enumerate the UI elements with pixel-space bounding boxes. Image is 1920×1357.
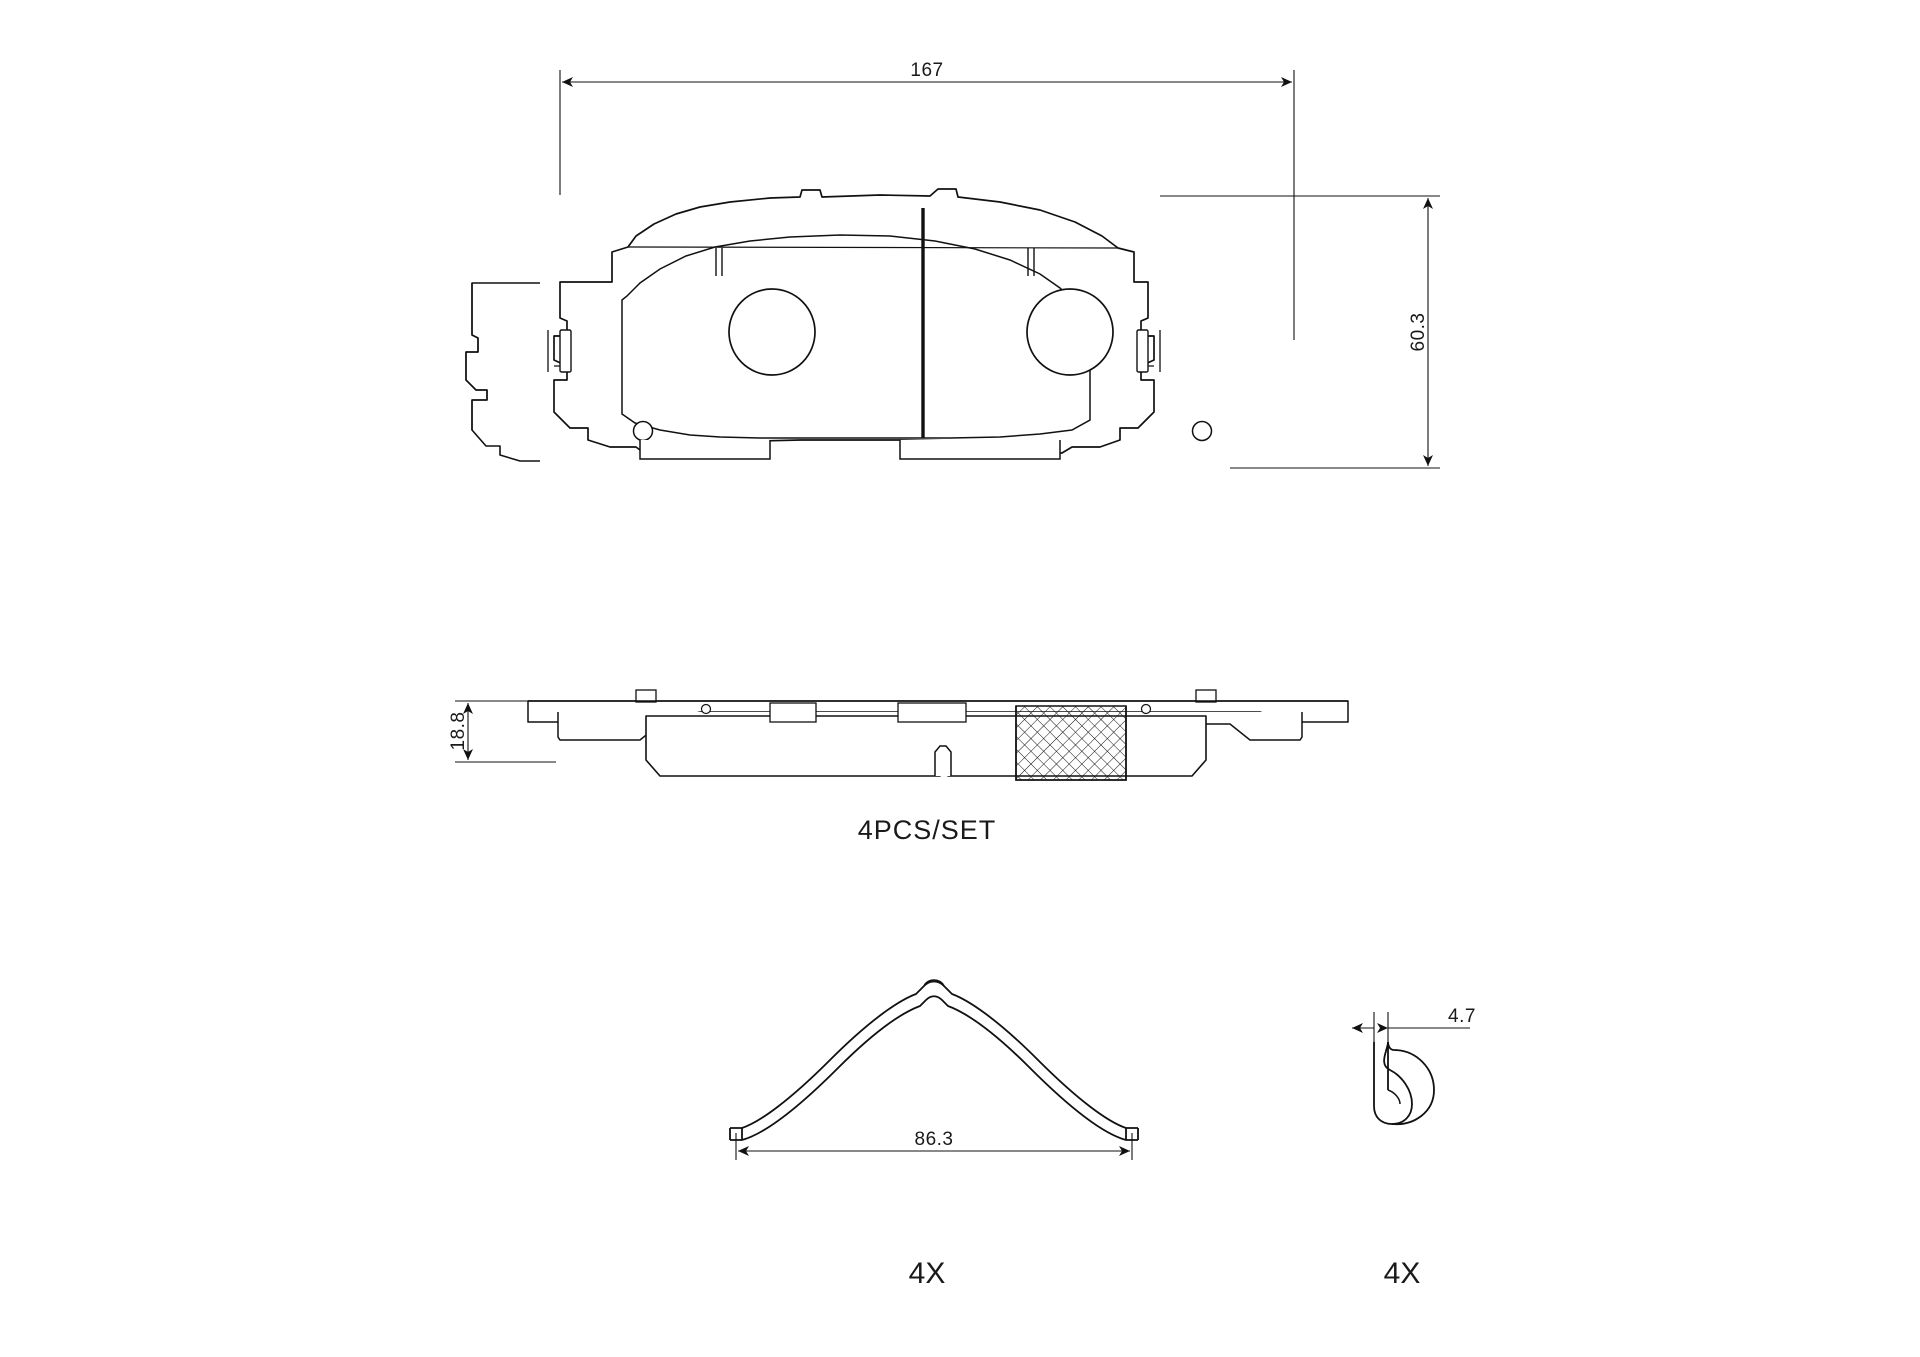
side-rect-right — [897, 702, 967, 723]
dimension-height-label: 60.3 — [1408, 313, 1429, 352]
pad-front-final — [540, 175, 1260, 495]
dimension-thickness-label: 18.8 — [448, 712, 469, 751]
left-through-hole — [728, 288, 816, 376]
pin-loop — [1387, 1041, 1435, 1125]
right-ear-detail — [1148, 330, 1161, 372]
pin-hook — [1373, 1041, 1413, 1125]
side-locator-right — [1140, 703, 1152, 715]
left-locator-hole — [632, 420, 654, 442]
dimension-width-label: 167 — [910, 60, 943, 81]
dimension-width-167 — [559, 70, 1295, 340]
dimension-pin-47 — [1352, 1012, 1470, 1046]
clip-inner-arc — [741, 995, 1127, 1141]
side-rect-left — [769, 702, 817, 723]
pin-inner-return — [1387, 1089, 1401, 1105]
set-quantity-label: 4PCS/SET — [858, 815, 997, 845]
friction-hatch-block — [1015, 705, 1127, 781]
hatch-block-outline — [1015, 706, 1127, 781]
dimension-thickness-188 — [455, 700, 556, 763]
clip-outer-arc — [741, 980, 1127, 1129]
clip-quantity-label: 4X — [909, 1257, 946, 1290]
spring-clip-view — [729, 979, 1139, 1141]
dimension-clip-label: 86.3 — [915, 1129, 954, 1150]
clip-apex — [923, 979, 945, 987]
shim-tab-right — [1195, 689, 1217, 703]
left-ear-slot — [559, 329, 572, 373]
right-locator-hole — [1191, 420, 1213, 442]
right-sensor-notch — [1027, 248, 1035, 276]
side-locator-left — [700, 703, 712, 715]
side-center-notch — [934, 745, 952, 776]
pad-outline — [553, 188, 1155, 454]
left-ear-profile — [465, 283, 488, 430]
right-ear-slot — [1136, 329, 1149, 373]
top-edge-inner — [627, 246, 1119, 249]
dimension-clip-863 — [735, 1133, 1133, 1160]
right-through-hole — [1026, 288, 1114, 376]
dimension-pin-label: 4.7 — [1448, 1006, 1476, 1027]
right-bottom-tab — [899, 440, 1061, 460]
left-ear-detail — [547, 330, 560, 372]
left-sensor-notch — [715, 248, 723, 276]
pin-quantity-label: 4X — [1384, 1257, 1421, 1290]
pad-side-view — [527, 689, 1349, 781]
retaining-pin-view — [1373, 1041, 1435, 1125]
shim-tab-left — [635, 689, 657, 703]
left-bottom-tab — [639, 440, 771, 460]
dimension-height-603 — [1160, 195, 1440, 469]
